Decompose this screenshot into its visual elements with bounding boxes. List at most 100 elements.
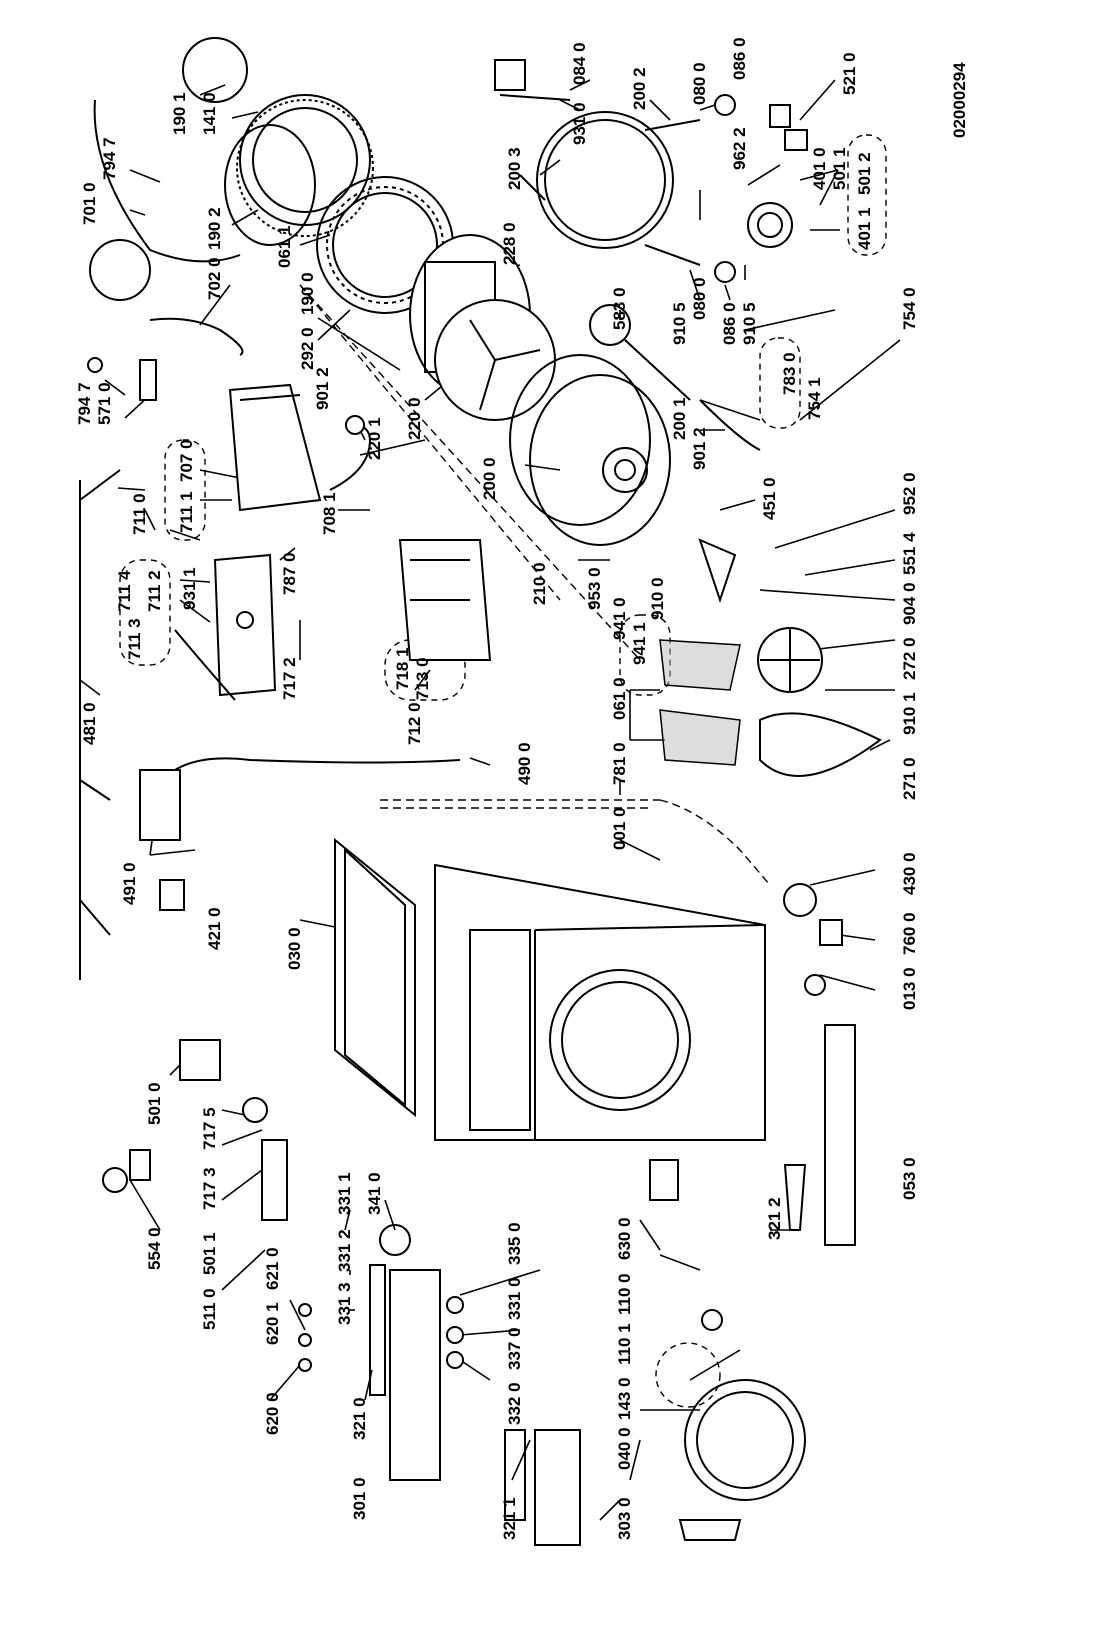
drain-pump [783,883,843,946]
part-label: 501 1 [200,1232,219,1275]
pump-filter-ring [589,304,761,451]
part-label: 200 1 [670,397,689,440]
drawing-code-label: 02000294 [950,62,969,138]
tub-ring-top [536,111,674,249]
part-label: 931 0 [570,102,589,145]
part-label: 321 2 [765,1197,784,1240]
part-label: 210 0 [530,562,549,605]
part-label: 271 0 [900,757,919,800]
part-label: 190 2 [205,207,224,250]
drum-spider-back [434,299,556,421]
part-label: 941 1 [630,622,649,665]
tub-spider [698,538,737,604]
part-label: 941 0 [610,597,629,640]
part-label: 707 0 [177,439,196,482]
part-label: 713 0 [413,657,432,700]
part-label: 702 0 [205,257,224,300]
door-handle [701,1309,723,1331]
part-label: 490 0 [515,742,534,785]
part-label: 481 0 [80,702,99,745]
part-label: 962 2 [730,127,749,170]
part-label: 501 0 [145,1082,164,1125]
part-label: 630 0 [615,1217,634,1260]
part-label: 718 1 [393,647,412,690]
motor-parts-right [494,59,571,201]
part-label: 200 0 [480,457,499,500]
part-label: 501 1 [830,147,849,190]
part-label: 901 2 [690,427,709,470]
part-label: 341 0 [365,1172,384,1215]
part-label: 910 5 [670,302,689,345]
part-label: 717 3 [200,1167,219,1210]
top-cover [334,837,416,1118]
part-label: 080 0 [690,277,709,320]
shock-absorbers [644,94,736,283]
heater [174,629,236,701]
door-hinge [649,1159,807,1231]
part-label: 754 1 [805,377,824,420]
part-label: 303 0 [615,1497,634,1540]
part-label: 754 0 [900,287,919,330]
part-label: 331 1 [335,1172,354,1215]
part-label: 583 0 [610,287,629,330]
part-label: 910 1 [900,692,919,735]
part-label: 331 2 [335,1229,354,1272]
buttons-small [298,1296,464,1372]
dashed-outlines [119,134,887,1408]
part-label: 430 0 [900,852,919,895]
control-pcb [213,553,277,697]
part-label: 491 0 [120,862,139,905]
part-label: 332 0 [505,1382,524,1425]
part-label: 228 0 [500,222,519,265]
part-label: 013 0 [900,967,919,1010]
part-label: 451 0 [760,477,779,520]
part-label: 190 0 [298,272,317,315]
interference-filter [139,769,181,841]
part-label: 904 0 [900,582,919,625]
part-label: 337 0 [505,1327,524,1370]
part-label: 551 4 [900,532,919,575]
part-label: 621 0 [263,1247,282,1290]
part-label: 712 0 [405,702,424,745]
part-label: 143 0 [615,1377,634,1420]
program-knob-door-latch [102,1039,288,1221]
door-gasket-rings [224,94,374,246]
part-label: 401 1 [855,207,874,250]
fill-hose [87,99,241,373]
part-label: 061 0 [610,677,629,720]
part-label: 141 0 [200,92,219,135]
part-label: 717 5 [200,1107,219,1150]
part-label: 620 1 [263,1302,282,1345]
part-label: 953 0 [585,567,604,610]
part-label: 620 0 [263,1392,282,1435]
part-label: 711 4 [115,570,134,612]
part-label: 200 2 [630,67,649,110]
part-label: 401 0 [810,147,829,190]
rear-tub [509,354,671,546]
part-label: 501 2 [855,152,874,195]
part-label: 086 0 [720,302,739,345]
part-label: 190 1 [170,92,189,135]
motor [747,202,793,248]
part-label: 335 0 [505,1222,524,1265]
part-label: 220 1 [365,417,384,460]
part-label: 040 0 [615,1427,634,1470]
part-label: 292 0 [298,327,317,370]
kickplate [824,1024,856,1246]
part-label: 521 0 [840,52,859,95]
part-label: 787 0 [280,552,299,595]
part-label: 110 0 [615,1273,634,1315]
part-label: 701 0 [80,182,99,225]
part-label: 571 0 [95,382,114,425]
cabinet [434,863,766,1141]
part-label: 910 0 [648,577,667,620]
capacitor [159,879,185,911]
part-label: 084 0 [570,42,589,85]
foot [804,974,826,996]
front-tub-assembly [316,176,454,314]
part-label: 783 0 [780,352,799,395]
part-label: 331 3 [335,1282,354,1325]
pulley [757,627,823,693]
part-label: 200 3 [505,147,524,190]
part-label: 321 0 [350,1397,369,1440]
